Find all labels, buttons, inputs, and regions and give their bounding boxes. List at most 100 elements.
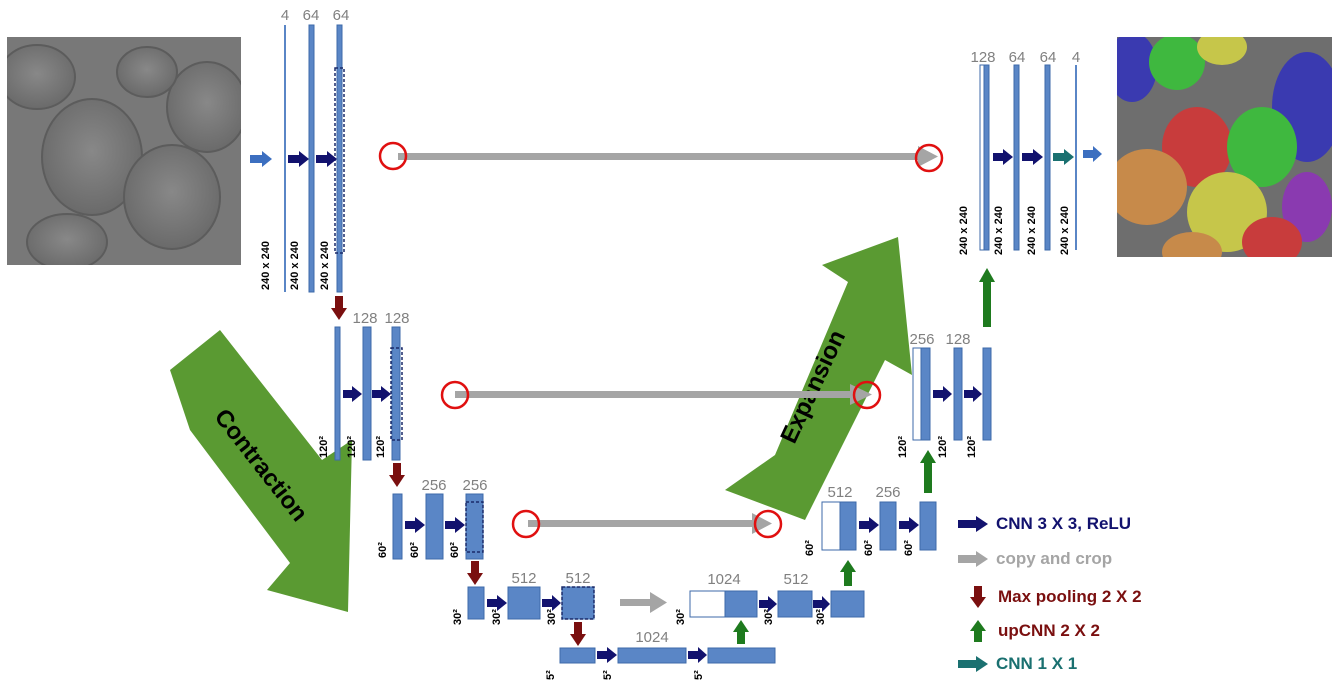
copy-crop-arrow-level0 — [398, 146, 938, 167]
feature-map-block — [362, 326, 372, 461]
feature-map-block — [392, 493, 403, 560]
contraction-flow-arrow — [170, 330, 352, 612]
size-label: 120² — [897, 436, 909, 458]
channel-label: 128 — [384, 310, 409, 327]
size-label: 120² — [375, 436, 387, 458]
cnn-arrow — [899, 517, 919, 533]
cnn-arrow — [759, 596, 777, 612]
channel-label: 256 — [909, 331, 934, 348]
channel-label: 512 — [565, 570, 590, 587]
feature-map-block — [983, 64, 990, 251]
size-label: 60² — [409, 542, 421, 558]
cnn-arrow — [993, 149, 1013, 165]
copied-feature-map — [821, 501, 841, 551]
legend-item-cnn: CNN 3 X 3, ReLU — [958, 514, 1131, 534]
size-label: 5² — [545, 670, 557, 680]
size-label: 240 x 240 — [289, 241, 301, 290]
size-label: 60² — [804, 540, 816, 556]
size-label: 5² — [693, 670, 705, 680]
feature-map-block — [334, 326, 341, 461]
feature-map-block — [879, 501, 897, 551]
pooling-highlight — [465, 501, 484, 553]
cnn-arrow — [933, 386, 952, 402]
max-pooling-arrow — [389, 463, 405, 487]
legend-label: upCNN 2 X 2 — [998, 621, 1101, 640]
pool-arrow-icon — [970, 586, 986, 608]
cnn-arrow — [1022, 149, 1043, 165]
feature-map-block — [308, 24, 315, 293]
channel-label: 1024 — [635, 629, 668, 646]
size-label: 30² — [546, 609, 558, 625]
size-label: 60² — [377, 542, 389, 558]
size-label: 30² — [815, 609, 827, 625]
size-label: 240 x 240 — [260, 241, 272, 290]
crop-circle — [914, 143, 944, 173]
channel-label: 64 — [333, 7, 350, 24]
legend-item-cnn1: CNN 1 X 1 — [958, 654, 1077, 674]
legend-label: CNN 3 X 3, ReLU — [996, 514, 1132, 533]
feature-map-block — [467, 586, 485, 620]
legend-item-pool: Max pooling 2 X 2 — [970, 586, 1142, 608]
copied-feature-map — [689, 590, 726, 618]
output-arrow — [1083, 146, 1102, 162]
size-label: 240 x 240 — [1026, 206, 1038, 255]
channel-label: 1024 — [707, 571, 740, 588]
feature-map-block — [724, 590, 758, 618]
size-label: 60² — [863, 540, 875, 556]
legend-label: copy and crop — [996, 549, 1113, 568]
size-label: 30² — [763, 609, 775, 625]
cnn1-arrow-icon — [958, 656, 988, 672]
feature-map-block — [507, 586, 541, 620]
size-label: 60² — [449, 542, 461, 558]
copy-arrow-icon — [958, 551, 988, 567]
cnn-arrow — [688, 647, 707, 663]
feature-map-block — [617, 647, 687, 664]
feature-map-block — [707, 647, 776, 664]
channel-label: 256 — [875, 484, 900, 501]
output-segmentation-texture — [1117, 37, 1332, 257]
crop-circle — [511, 509, 541, 539]
crop-circle — [378, 141, 408, 171]
cnn-arrow — [964, 386, 982, 402]
feature-map-block — [1044, 64, 1051, 251]
feature-map-block-pooled — [465, 493, 484, 560]
crop-circle — [440, 380, 470, 410]
cnn-arrow — [487, 595, 507, 611]
cnn-1x1-arrow — [1053, 149, 1074, 165]
cnn-arrow — [859, 517, 879, 533]
cnn-arrow — [288, 151, 309, 167]
max-pooling-arrow — [467, 561, 483, 585]
channel-label: 128 — [352, 310, 377, 327]
feature-map-block — [1013, 64, 1020, 251]
legend-item-up: upCNN 2 X 2 — [970, 620, 1100, 642]
max-pooling-arrow — [331, 296, 347, 320]
size-label: 240 x 240 — [319, 241, 331, 290]
up-conv-arrow — [979, 268, 995, 327]
size-label: 5² — [602, 670, 614, 680]
cnn-arrow — [316, 151, 337, 167]
input-image — [7, 37, 241, 265]
size-label: 240 x 240 — [1059, 206, 1071, 255]
channel-label: 128 — [970, 49, 995, 66]
channel-label: 64 — [303, 7, 320, 24]
cnn-arrow — [372, 386, 391, 402]
channel-label: 256 — [462, 477, 487, 494]
up-arrow-icon — [970, 620, 986, 642]
feature-map-block — [830, 590, 865, 618]
up-conv-arrow — [840, 560, 856, 586]
feature-map-block — [425, 493, 444, 560]
feature-map-block — [839, 501, 857, 551]
feature-map-block — [559, 647, 596, 664]
legend-item-copy: copy and crop — [958, 549, 1112, 569]
channel-label: 4 — [1072, 49, 1080, 66]
feature-map-block — [920, 347, 931, 441]
crop-circle — [753, 509, 783, 539]
copy-crop-arrow-level2 — [528, 513, 772, 534]
feature-map-block — [284, 25, 286, 292]
size-label: 60² — [903, 540, 915, 556]
channel-label: 64 — [1009, 49, 1026, 66]
size-label: 240 x 240 — [993, 206, 1005, 255]
cnn-arrow — [445, 517, 465, 533]
size-label: 30² — [491, 609, 503, 625]
